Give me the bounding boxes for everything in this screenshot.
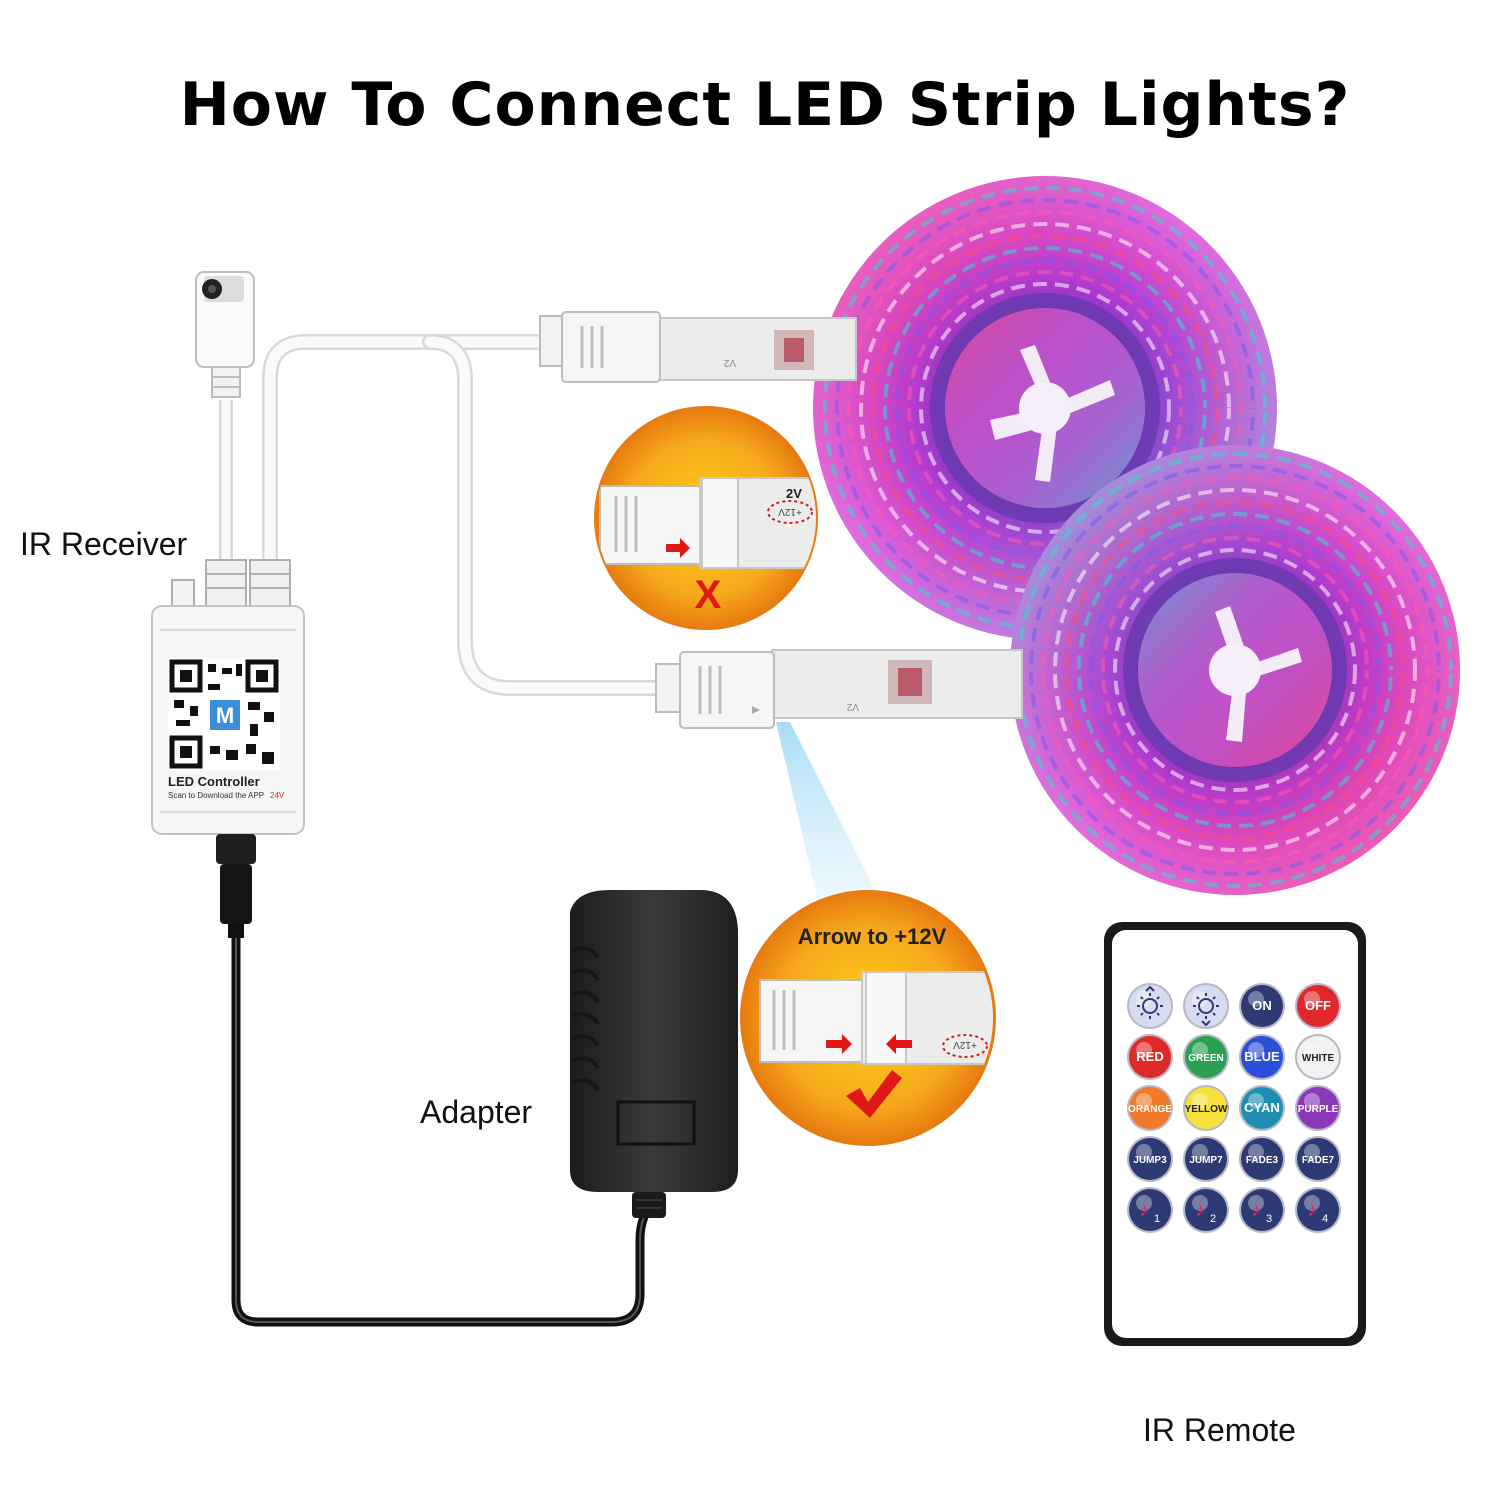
remote-button[interactable]: ORANGE (1127, 1085, 1173, 1131)
reel-winding (1077, 512, 1393, 828)
controller-logo: M (216, 703, 234, 728)
controller-name: LED Controller (168, 774, 260, 789)
remote-button-label: ON (1252, 998, 1272, 1013)
adapter-rib (571, 1012, 600, 1026)
remote-button-label: ORANGE (1128, 1104, 1172, 1115)
adapter-rib (571, 946, 600, 960)
wire-to-strip-top (262, 334, 548, 578)
correct-strip-voltage: +12V (953, 1039, 977, 1050)
controller-scan-text: Scan to Download the APP (168, 791, 264, 800)
remote-button[interactable]: CYAN (1239, 1085, 1285, 1131)
check-mark-icon (846, 1070, 902, 1118)
remote-button-label: OFF (1305, 998, 1331, 1013)
music-note-icon: ♪ (1307, 1199, 1317, 1221)
controller-connectors (171, 559, 291, 613)
strip-marking-top: V2 (723, 357, 736, 368)
ir-remote-label: IR Remote (1143, 1412, 1296, 1448)
remote-button[interactable] (1127, 983, 1173, 1029)
remote-button-label: 1 (1154, 1213, 1160, 1225)
remote-button-label: RED (1136, 1049, 1163, 1064)
adapter-rib (571, 990, 600, 1004)
qr-code: M (168, 658, 280, 770)
remote-button-label: 4 (1322, 1213, 1328, 1225)
power-adapter (570, 890, 738, 1218)
adapter-rib (571, 1078, 600, 1092)
remote-button[interactable]: FADE3 (1239, 1136, 1285, 1182)
reel-winding (1113, 548, 1357, 792)
wrong-strip-label: 2V (786, 486, 802, 501)
remote-button[interactable] (1183, 983, 1229, 1029)
remote-button-label: 2 (1210, 1213, 1216, 1225)
remote-button[interactable]: ♪2 (1183, 1187, 1229, 1233)
remote-button-label: JUMP7 (1189, 1155, 1223, 1166)
adapter-rib (571, 1034, 600, 1048)
adapter-rib (571, 968, 600, 982)
correct-connection-callout: Arrow to +12V +12V (740, 890, 996, 1146)
remote-button-label: FADE3 (1246, 1155, 1279, 1166)
remote-button[interactable]: FADE7 (1295, 1136, 1341, 1182)
reel-winding (1029, 464, 1441, 876)
strip-marking-bottom: V2 (846, 701, 859, 712)
ir-remote: ON OFF RED GREEN BLUE WHITE ORANGE YELLOW CYAN PU… (1104, 922, 1366, 1346)
remote-button[interactable]: YELLOW (1183, 1085, 1229, 1131)
remote-button-label: JUMP3 (1133, 1155, 1167, 1166)
adapter-rib (571, 1056, 600, 1070)
strip-connector-top: V2 (539, 311, 857, 383)
remote-button[interactable]: RED (1127, 1034, 1173, 1080)
reel-winding (1053, 488, 1417, 852)
remote-button[interactable]: ♪1 (1127, 1187, 1173, 1233)
power-cable-highlight (235, 934, 656, 1323)
remote-button[interactable]: ♪3 (1239, 1187, 1285, 1233)
controller-voltage: 24V (270, 791, 285, 800)
remote-button-label: 3 (1266, 1213, 1272, 1225)
remote-button[interactable]: OFF (1295, 983, 1341, 1029)
remote-button-label: WHITE (1302, 1053, 1335, 1064)
music-note-icon: ♪ (1195, 1199, 1205, 1221)
remote-button[interactable]: JUMP7 (1183, 1136, 1229, 1182)
remote-button-label: PURPLE (1298, 1104, 1339, 1115)
remote-button[interactable]: ON (1239, 983, 1285, 1029)
music-note-icon: ♪ (1251, 1199, 1261, 1221)
remote-button-label: CYAN (1244, 1100, 1280, 1115)
reel-winding (1089, 524, 1381, 816)
remote-button[interactable]: PURPLE (1295, 1085, 1341, 1131)
reel-winding (919, 282, 1171, 534)
strip-connector-bottom: V2 (655, 649, 1023, 729)
page-title: How To Connect LED Strip Lights? (179, 70, 1351, 140)
remote-button[interactable]: JUMP3 (1127, 1136, 1173, 1182)
led-controller: M LED Controller Scan to Download the AP… (151, 605, 305, 938)
wrong-strip-voltage: +12V (778, 506, 802, 517)
remote-button-label: FADE7 (1302, 1155, 1335, 1166)
remote-button[interactable]: WHITE (1295, 1034, 1341, 1080)
brightness-up-icon (1137, 985, 1163, 1019)
remote-button-label: GREEN (1188, 1053, 1224, 1064)
wrong-connection-callout: 2V +12V X (594, 406, 818, 630)
reel-winding (1041, 476, 1429, 864)
wrong-marker: X (695, 573, 722, 617)
remote-button-label: BLUE (1244, 1049, 1280, 1064)
remote-button[interactable]: BLUE (1239, 1034, 1285, 1080)
remote-button[interactable]: ♪4 (1295, 1187, 1341, 1233)
correct-callout-title: Arrow to +12V (798, 924, 947, 949)
adapter-label: Adapter (420, 1094, 533, 1130)
reel-winding (1017, 452, 1453, 888)
led-strip-reel-2 (1010, 445, 1460, 895)
remote-button-label: YELLOW (1185, 1104, 1228, 1115)
reel-winding (907, 270, 1183, 546)
ir-receiver-head (195, 271, 255, 398)
zoom-beam (776, 722, 880, 910)
ir-receiver-label: IR Receiver (20, 526, 188, 562)
remote-button[interactable]: GREEN (1183, 1034, 1229, 1080)
brightness-down-icon (1193, 993, 1219, 1027)
music-note-icon: ♪ (1139, 1199, 1149, 1221)
reel-winding (1101, 536, 1369, 804)
